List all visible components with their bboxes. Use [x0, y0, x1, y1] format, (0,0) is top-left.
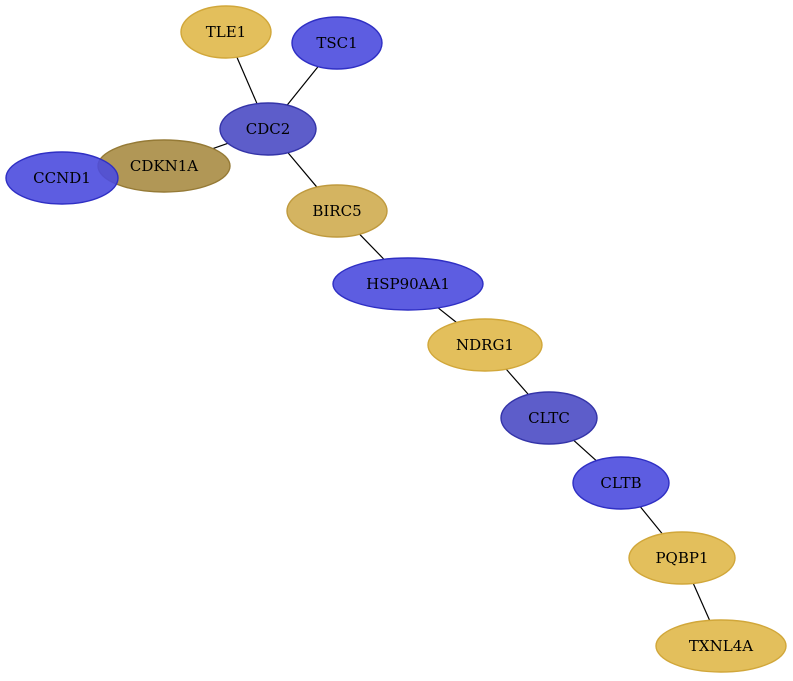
- edge-cdc2-birc5: [287, 152, 318, 188]
- edge-hsp90aa1-ndrg1: [437, 307, 457, 323]
- node-label-txnl4a: TXNL4A: [689, 637, 753, 655]
- node-shape-cltc[interactable]: [500, 391, 598, 445]
- edge-ndrg1-cltc: [505, 368, 529, 395]
- node-label-cltc: CLTC: [528, 409, 570, 427]
- node-label-birc5: BIRC5: [312, 202, 361, 220]
- node-label-ndrg1: NDRG1: [456, 336, 514, 354]
- edge-pqbp1-txnl4a: [692, 583, 711, 621]
- node-hsp90aa1[interactable]: HSP90AA1: [332, 257, 484, 311]
- node-shape-txnl4a[interactable]: [655, 619, 787, 673]
- node-txnl4a[interactable]: TXNL4A: [655, 619, 787, 673]
- node-label-ccnd1: CCND1: [33, 169, 91, 187]
- node-label-cdkn1a: CDKN1A: [130, 157, 198, 175]
- node-shape-birc5[interactable]: [286, 184, 388, 238]
- edge-cltb-pqbp1: [639, 506, 663, 535]
- node-label-cdc2: CDC2: [246, 120, 291, 138]
- node-shape-hsp90aa1[interactable]: [332, 257, 484, 311]
- node-label-pqbp1: PQBP1: [655, 549, 708, 567]
- edge-tsc1-cdc2: [286, 66, 319, 106]
- node-cdc2[interactable]: CDC2: [219, 102, 317, 156]
- node-ndrg1[interactable]: NDRG1: [427, 318, 543, 372]
- node-birc5[interactable]: BIRC5: [286, 184, 388, 238]
- node-cdkn1a[interactable]: CDKN1A: [97, 139, 231, 193]
- edge-cltc-cltb: [573, 439, 597, 462]
- node-label-tle1: TLE1: [206, 23, 246, 41]
- edge-cdc2-cdkn1a: [212, 142, 229, 150]
- node-cltc[interactable]: CLTC: [500, 391, 598, 445]
- node-cltb[interactable]: CLTB: [572, 456, 670, 510]
- node-shape-cdc2[interactable]: [219, 102, 317, 156]
- node-tle1[interactable]: TLE1: [180, 5, 272, 59]
- node-label-tsc1: TSC1: [316, 34, 357, 52]
- node-pqbp1[interactable]: PQBP1: [628, 531, 736, 585]
- node-shape-tle1[interactable]: [180, 5, 272, 59]
- node-shape-ccnd1[interactable]: [5, 151, 119, 205]
- edge-tle1-cdc2: [236, 56, 258, 104]
- node-shape-cltb[interactable]: [572, 456, 670, 510]
- node-shape-tsc1[interactable]: [291, 16, 383, 70]
- node-shape-pqbp1[interactable]: [628, 531, 736, 585]
- node-shape-ndrg1[interactable]: [427, 318, 543, 372]
- node-label-hsp90aa1: HSP90AA1: [366, 275, 450, 293]
- node-ccnd1[interactable]: CCND1: [5, 151, 119, 205]
- edge-birc5-hsp90aa1: [359, 233, 385, 260]
- node-label-cltb: CLTB: [600, 474, 641, 492]
- edges: [212, 56, 711, 621]
- node-tsc1[interactable]: TSC1: [291, 16, 383, 70]
